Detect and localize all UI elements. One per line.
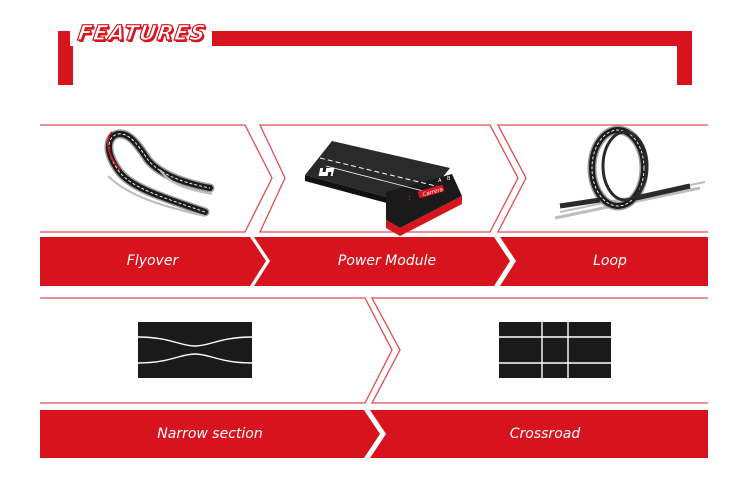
row2-bars — [40, 410, 708, 458]
outline-cross — [370, 297, 708, 404]
header-bracket — [58, 31, 692, 85]
feature-label-crossroad: Crossroad — [509, 426, 581, 442]
module-mark-1: 1 — [408, 196, 411, 202]
feature-label-flyover: Flyover — [126, 253, 179, 269]
feature-label-loop: Loop — [593, 253, 627, 269]
narrow-section-icon — [137, 322, 253, 378]
loop-track-icon — [554, 125, 706, 220]
bar-loop — [500, 237, 708, 286]
module-red-side — [386, 196, 462, 236]
title-backdrop — [70, 22, 212, 46]
outline-loop — [496, 124, 708, 233]
power-module-icon: Carrera A B 1 — [305, 141, 462, 236]
carrera-brand: Carrera — [422, 187, 444, 199]
row2-outlines — [40, 297, 708, 404]
outline-flyover — [40, 124, 273, 233]
bar-narrow — [40, 410, 380, 458]
flyover-track-icon — [104, 129, 215, 217]
row1-bars — [40, 237, 708, 286]
outline-power — [258, 124, 519, 233]
feature-label-narrow-section: Narrow section — [157, 426, 263, 442]
header-frame — [58, 22, 692, 85]
module-mark-b: B — [447, 176, 451, 182]
module-mark-a: A — [438, 178, 442, 184]
bar-cross — [370, 410, 708, 458]
bar-flyover — [40, 237, 266, 286]
carrera-badge — [417, 184, 445, 199]
outline-narrow — [40, 297, 393, 404]
checkered-flag — [318, 168, 335, 176]
bar-power — [254, 237, 510, 286]
feature-label-power-module: Power Module — [337, 253, 437, 269]
crossroad-icon — [499, 322, 611, 378]
row1-outlines — [40, 124, 708, 233]
